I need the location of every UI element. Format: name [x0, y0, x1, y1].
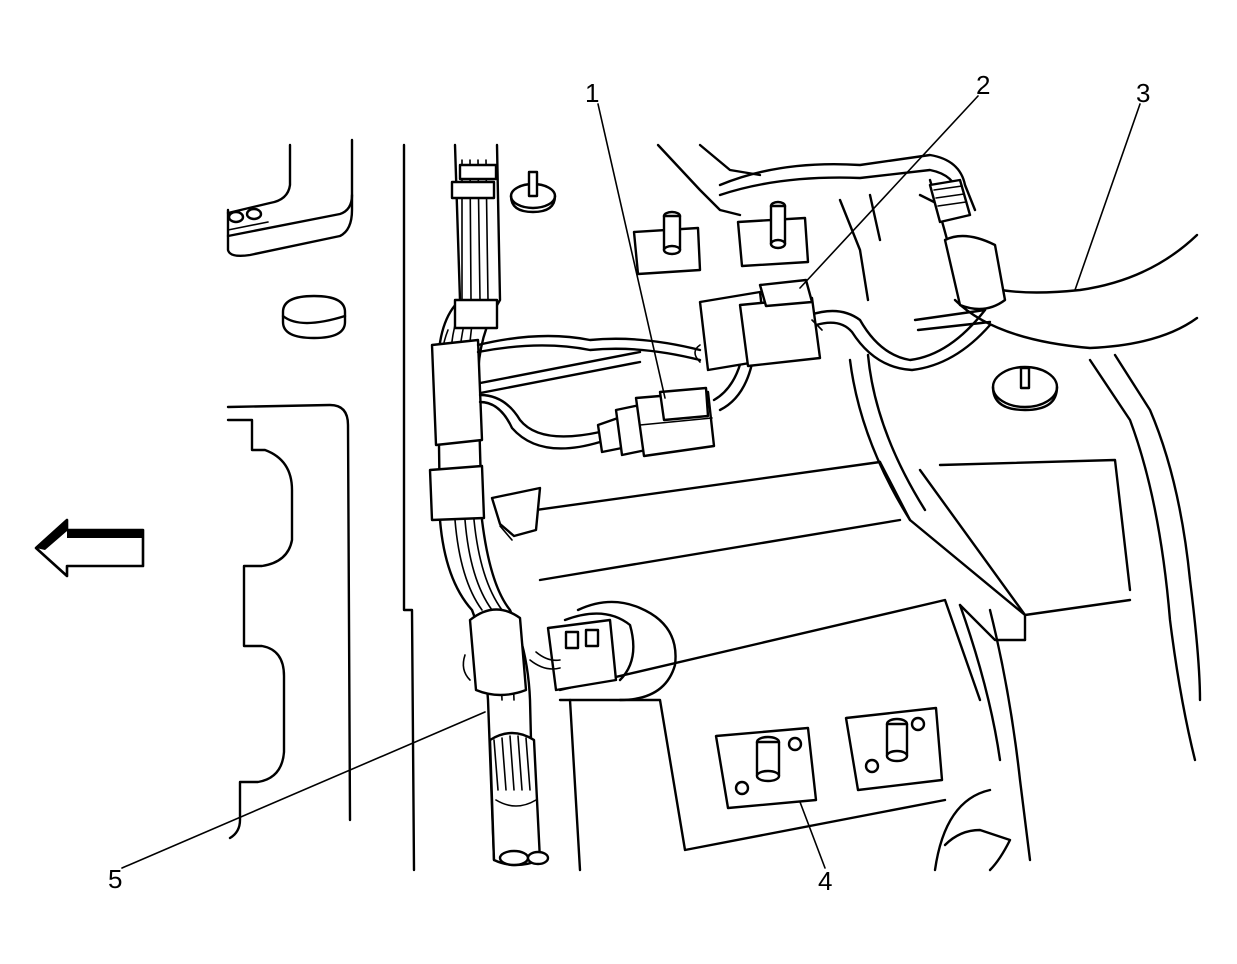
connector-1 — [596, 386, 716, 458]
stud-fastener-mid-left — [632, 210, 702, 276]
leader-line-3 — [1074, 103, 1141, 291]
left-arrow-icon — [34, 518, 145, 578]
branch-wires — [476, 308, 992, 450]
ground-stud-plate-left — [714, 726, 818, 810]
callout-1: 1 — [585, 78, 599, 108]
callout-5: 5 — [108, 864, 122, 894]
leader-line-4 — [799, 801, 826, 869]
ground-stud-plate-right — [844, 706, 944, 792]
leader-line-5 — [121, 711, 486, 869]
main-wiring-harness — [428, 143, 550, 867]
stud-fastener-right — [991, 365, 1059, 412]
harness-3 — [913, 178, 1199, 350]
callout-2: 2 — [976, 70, 990, 100]
center-floor-panel — [468, 143, 1202, 872]
callout-3: 3 — [1136, 78, 1150, 108]
stud-fastener-mid-right — [736, 200, 810, 268]
leader-line-1 — [597, 103, 666, 399]
stud-fastener-top-left — [509, 170, 557, 214]
lower-connector — [529, 600, 677, 702]
leader-lines — [121, 95, 1141, 869]
left-floor-panel — [226, 138, 416, 872]
callout-4: 4 — [818, 866, 832, 896]
leader-line-2 — [799, 95, 979, 289]
connector-2 — [694, 278, 823, 372]
